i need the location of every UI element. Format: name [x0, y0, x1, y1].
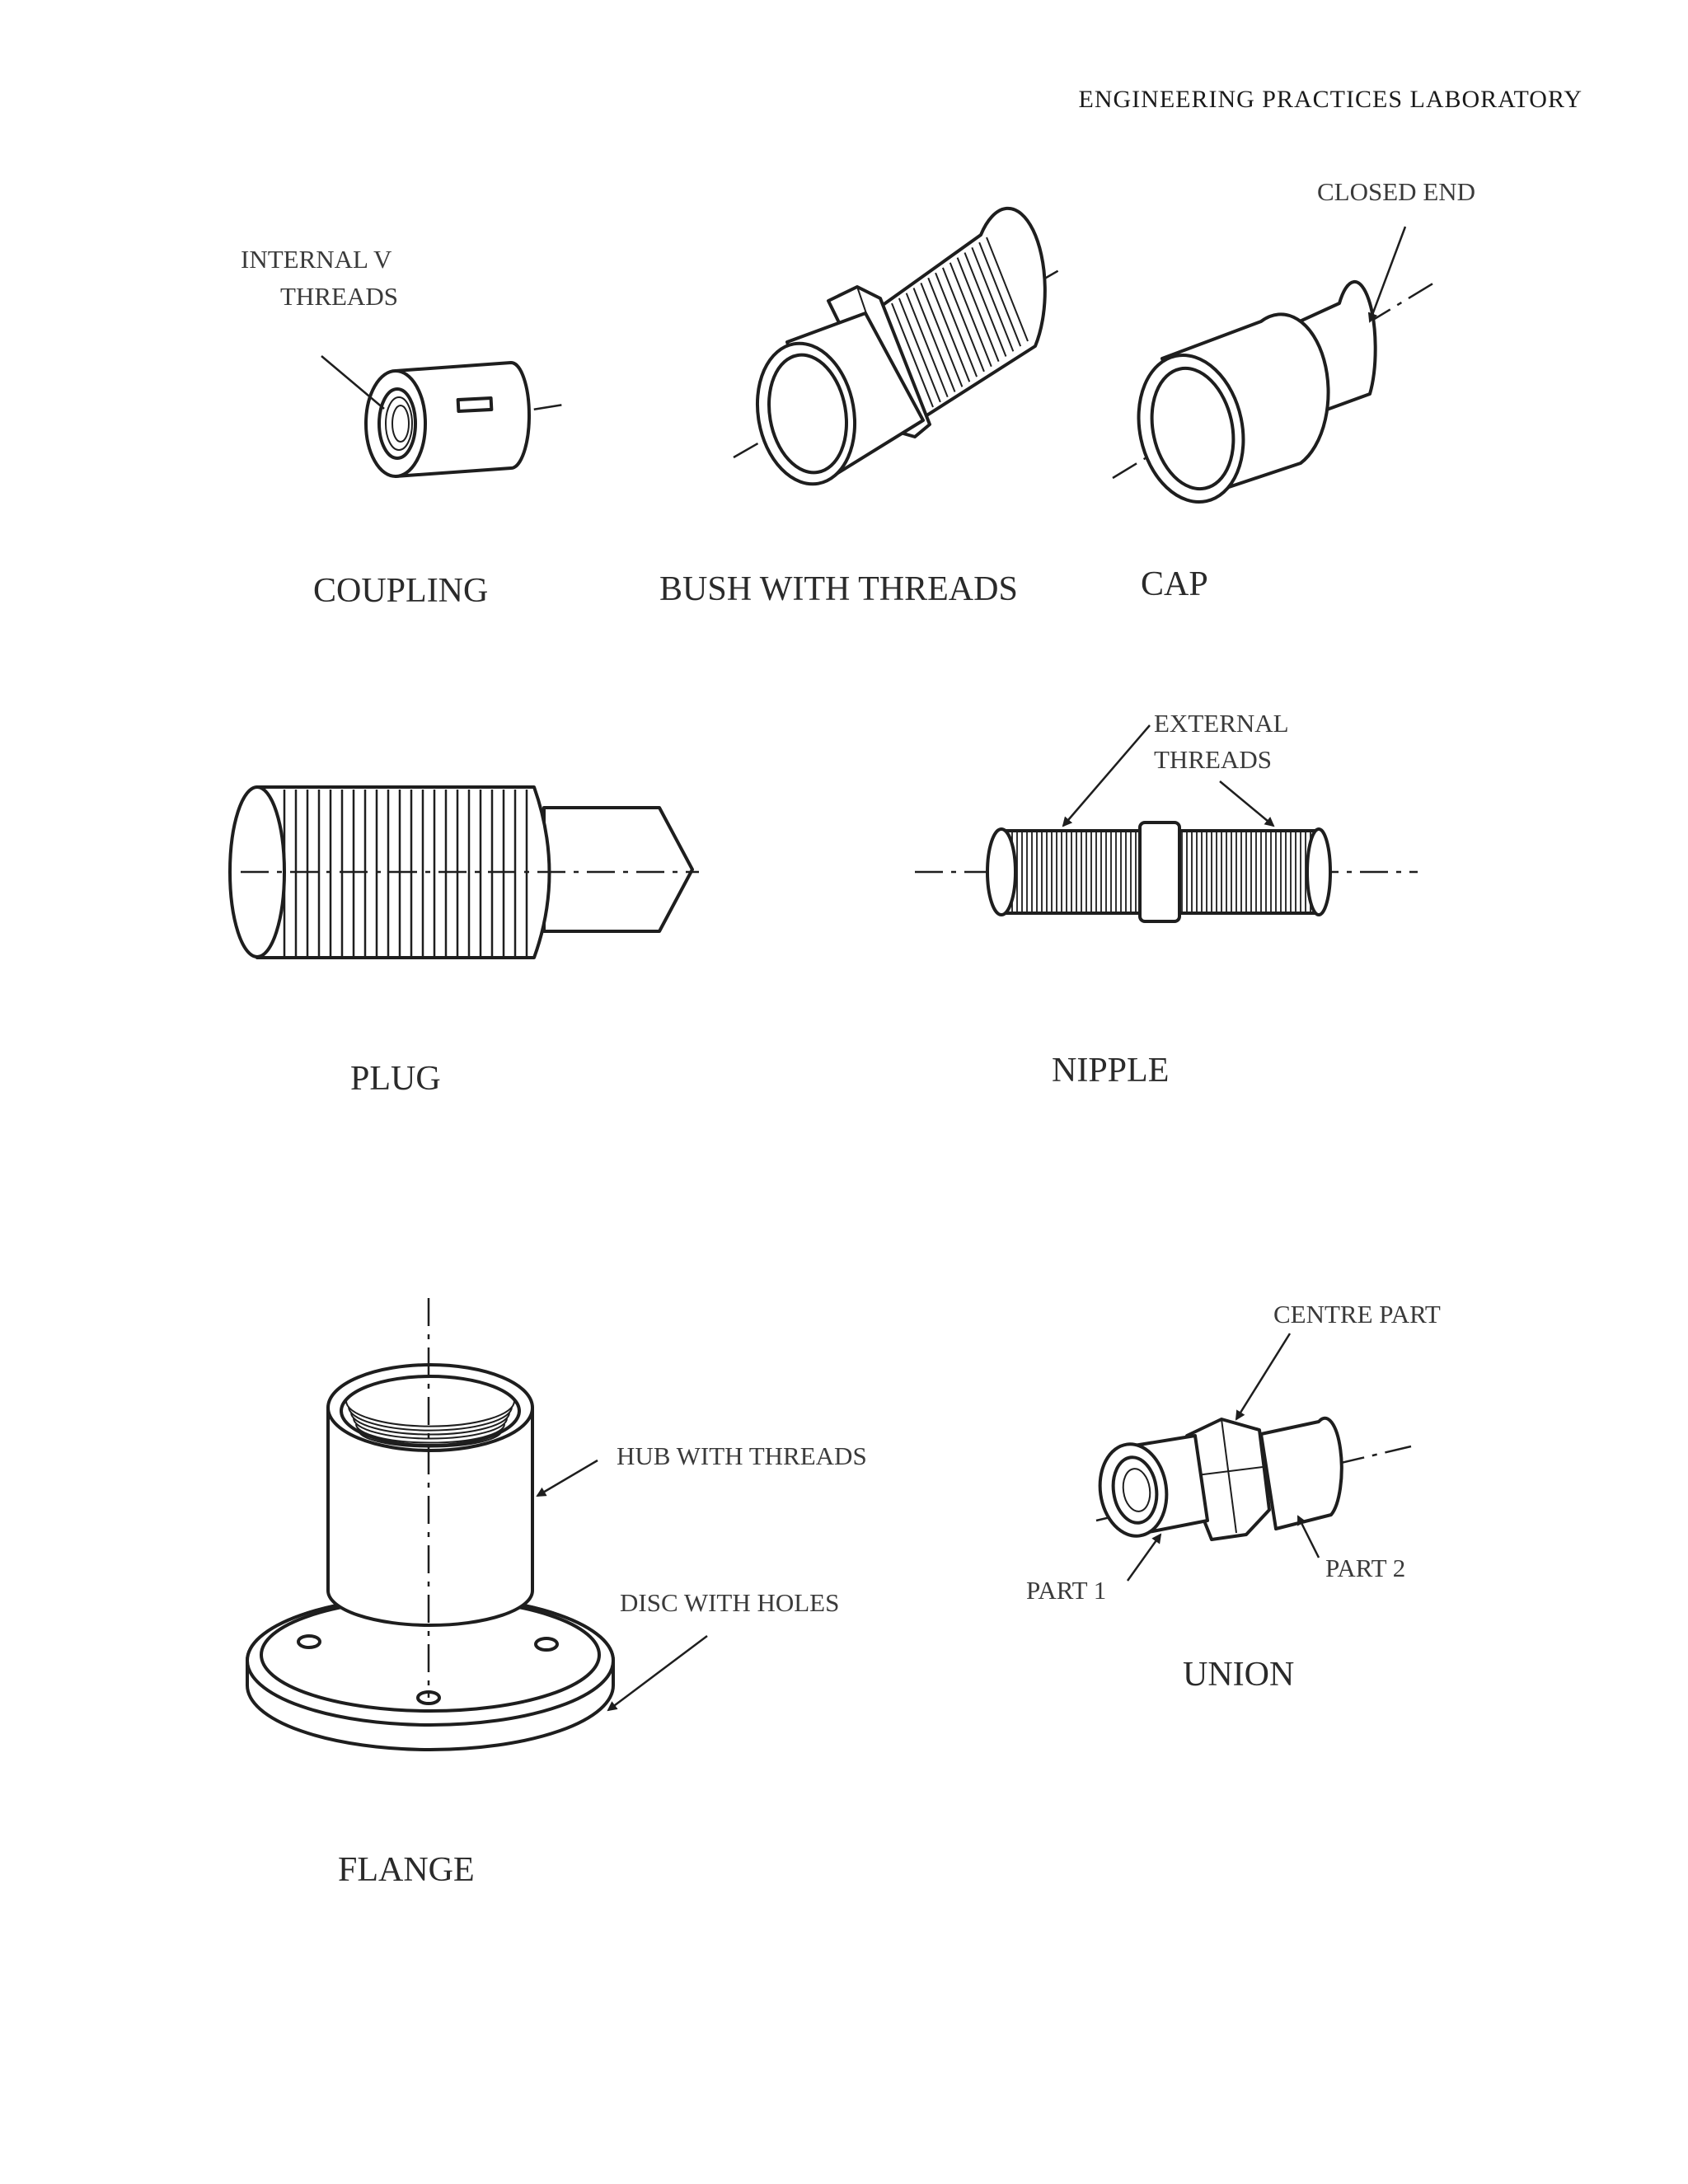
flange-thread-line [358, 1429, 503, 1448]
bush-thread-line [964, 252, 1007, 357]
coupling-leader [321, 355, 385, 410]
union-part1-leader [1126, 1533, 1162, 1582]
flange-disc-label: DISC WITH HOLES [620, 1588, 839, 1617]
bush-thread-line [898, 298, 941, 403]
union-centre-label: CENTRE PART [1273, 1300, 1441, 1329]
coupling-label-line2: THREADS [280, 282, 398, 311]
bush-thread-line [971, 246, 1015, 352]
bush-thread-lines [891, 237, 1029, 408]
nipple-drawing [915, 724, 1418, 923]
nipple-leader-right [1219, 780, 1275, 827]
bush-thread-line [891, 302, 934, 408]
bush-thread-line [912, 288, 956, 392]
bush-thread-line [920, 283, 964, 387]
coupling-caption: COUPLING [313, 572, 488, 610]
bush-caption: BUSH WITH THREADS [659, 570, 1018, 608]
flange-thread-line [355, 1423, 505, 1444]
flange-hub-leader [536, 1459, 598, 1497]
coupling-label-line1: INTERNAL V [241, 245, 392, 274]
flange-thread-lines [345, 1400, 515, 1448]
cap-drawing [1112, 226, 1439, 504]
flange-disc-leader [607, 1635, 708, 1712]
bush-thread-line [956, 257, 1000, 362]
page-header: ENGINEERING PRACTICES LABORATORY [1078, 86, 1582, 113]
bush-thread-line [941, 267, 985, 373]
union-part1-label: PART 1 [1026, 1576, 1106, 1605]
nipple-caption: NIPPLE [1052, 1052, 1169, 1090]
cap-label: CLOSED END [1317, 177, 1475, 206]
bush-thread-line [986, 237, 1029, 342]
bush-thread-line [927, 277, 971, 382]
union-caption: UNION [1183, 1656, 1294, 1694]
flange-thread-line [353, 1418, 508, 1440]
flange-thread-line [345, 1400, 515, 1427]
flange-thread-line [348, 1406, 513, 1432]
union-drawing [1095, 1333, 1412, 1582]
nipple-label-line1: EXTERNAL [1154, 709, 1289, 738]
flange-drawing [246, 1298, 708, 1751]
coupling-drawing [321, 355, 570, 478]
cap-leader [1367, 226, 1407, 323]
union-part2-label: PART 2 [1325, 1554, 1405, 1582]
flange-hole-left [297, 1634, 321, 1649]
union-centre-leader [1235, 1333, 1292, 1421]
flange-hub-label: HUB WITH THREADS [617, 1441, 867, 1470]
bush-thread-line [978, 241, 1022, 347]
cap-caption: CAP [1141, 565, 1208, 603]
bush-drawing [733, 206, 1064, 486]
bush-thread-line [949, 262, 992, 368]
flange-hole-right [534, 1637, 559, 1652]
nipple-leader-left [1062, 724, 1151, 827]
union-part2-leader [1296, 1515, 1320, 1558]
bush-thread-line [905, 293, 949, 398]
plug-caption: PLUG [350, 1060, 441, 1098]
nipple-label-line2: THREADS [1154, 745, 1272, 774]
flange-caption: FLANGE [338, 1851, 475, 1889]
plug-drawing [228, 785, 699, 959]
flange-hole-front [416, 1690, 441, 1705]
flange-thread-line [350, 1412, 510, 1436]
bush-thread-line [935, 272, 978, 377]
